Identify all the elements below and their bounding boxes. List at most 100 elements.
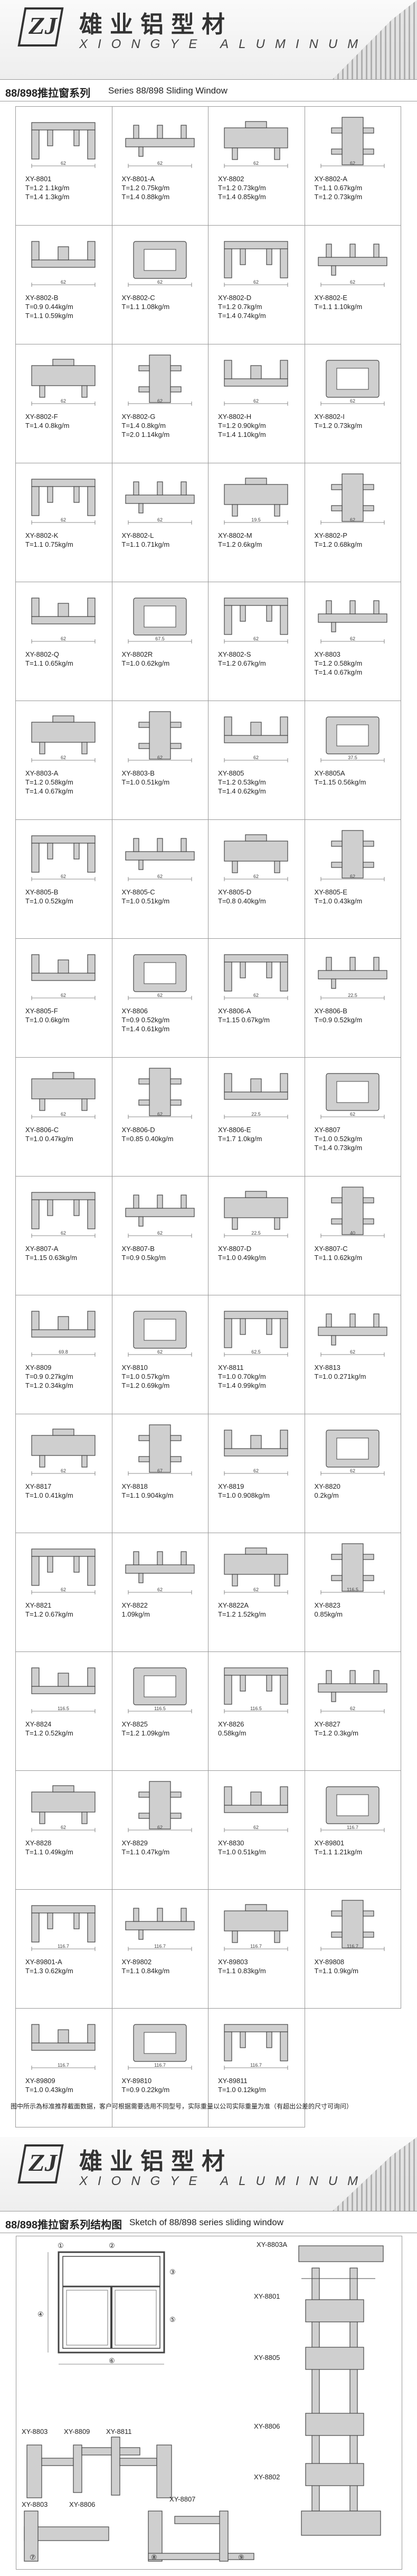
- profile-section-drawing: 62: [224, 1547, 288, 1594]
- profile-section-drawing: 62: [128, 241, 192, 287]
- profile-section-drawing: 62: [128, 711, 192, 762]
- profile-dimension: 62: [349, 1468, 355, 1473]
- profile-caption: XY-8818 T=1.1 0.904kg/m: [122, 1482, 174, 1500]
- profile-dimension: 116.5: [154, 1706, 166, 1711]
- profile-dimension: 62: [157, 279, 162, 285]
- profile-section-drawing: 62: [224, 1786, 288, 1832]
- profile-code: XY-8802: [218, 175, 244, 183]
- profile-code: XY-8803: [314, 650, 340, 658]
- profile-spec: T=1.1 0.75kg/m: [25, 540, 73, 548]
- profile-dimension: 62: [253, 874, 259, 879]
- profile-code: XY-8828: [25, 1839, 52, 1847]
- profile-section-drawing: 62: [128, 1068, 192, 1119]
- profile-code: XY-8809: [25, 1364, 52, 1371]
- profile-cell: 67.5 XY-8802R T=1.0 0.62kg/m: [111, 582, 209, 701]
- profile-section-drawing: 116.7: [320, 1786, 384, 1832]
- profile-spec: T=1.1 0.904kg/m: [121, 1491, 174, 1499]
- profile-caption: XY-89801 T=1.1 1.21kg/m: [315, 1838, 363, 1856]
- profile-spec: T=1.15 0.56kg/m: [314, 778, 366, 786]
- profile-spec: T=1.1 0.83kg/m: [218, 1967, 266, 1975]
- profile-cell: 62 XY-8817 T=1.0 0.41kg/m: [15, 1414, 112, 1533]
- profile-spec: T=1.4 0.62kg/m: [218, 787, 266, 795]
- profile-code: XY-8802-I: [314, 413, 345, 421]
- profile-section-drawing: 62: [31, 954, 96, 1000]
- profile-caption: XY-8802-L T=1.1 0.71kg/m: [122, 531, 170, 549]
- profile-section-drawing: 22.5: [224, 1073, 288, 1119]
- profile-cell: 116.7 XY-89801 T=1.1 1.21kg/m: [304, 1770, 401, 1890]
- profile-caption: XY-8806-C T=1.0 0.47kg/m: [25, 1125, 73, 1143]
- profile-cell: 62 XY-8802-C T=1.1 1.08kg/m: [111, 225, 209, 344]
- profile-section-drawing: 116.7: [31, 1905, 96, 1951]
- profile-cell: 62 XY-8828 T=1.1 0.49kg/m: [15, 1770, 112, 1890]
- brand-name-en: XIONGYE ALUMINUM: [79, 37, 368, 51]
- profile-spec: T=0.8 0.40kg/m: [218, 897, 266, 905]
- profile-section-drawing: 62: [128, 1781, 192, 1832]
- profile-caption: XY-8806-B T=0.9 0.52kg/m: [315, 1006, 363, 1024]
- profile-caption: XY-8825 T=1.2 1.09kg/m: [122, 1720, 170, 1738]
- profile-spec: T=1.2 0.75kg/m: [121, 184, 170, 192]
- profile-section-drawing: 62: [125, 1194, 195, 1238]
- profile-code: XY-8829: [121, 1839, 148, 1847]
- profile-section-drawing: 116.7: [224, 2024, 288, 2070]
- profile-dimension: 62: [157, 993, 162, 998]
- profile-spec: T=1.0 0.52kg/m: [25, 897, 73, 905]
- sketch-label: XY-8801: [254, 2292, 280, 2300]
- profile-cell: 116.7 XY-89810 T=0.9 0.22kg/m: [111, 2008, 209, 2127]
- profile-dimension: 62: [349, 874, 355, 879]
- profile-section-drawing: 62: [31, 479, 96, 525]
- profile-spec: T=1.1 0.84kg/m: [121, 1967, 170, 1975]
- profile-dimension: 37.5: [348, 755, 357, 760]
- profile-caption: XY-89801-A T=1.3 0.62kg/m: [25, 1957, 73, 1975]
- profile-spec: T=1.0 0.908kg/m: [218, 1491, 270, 1499]
- profile-spec: T=1.1 0.49kg/m: [25, 1848, 73, 1856]
- profile-code: XY-89809: [25, 2077, 55, 2085]
- profile-cell: 62 XY-8802-I T=1.2 0.73kg/m: [304, 344, 401, 463]
- brand-logo: ZJ: [17, 2144, 64, 2183]
- profile-dimension: 62: [157, 1349, 162, 1355]
- profile-dimension: 22.5: [251, 1230, 261, 1236]
- profile-caption: XY-8805-E T=1.0 0.43kg/m: [315, 888, 363, 906]
- profile-section-drawing: 67.5: [128, 598, 192, 643]
- profile-code: XY-8807: [314, 1126, 340, 1134]
- profile-spec: T=1.2 0.73kg/m: [314, 193, 363, 201]
- profile-spec: T=1.2 0.7kg/m: [218, 303, 262, 311]
- profile-caption: XY-8830 T=1.0 0.51kg/m: [218, 1838, 266, 1856]
- profile-cell: 62 XY-8805-C T=1.0 0.51kg/m: [111, 819, 209, 939]
- catalog-header: ZJ 雄业铝型材 XIONGYE ALUMINUM: [0, 0, 417, 79]
- sketch-title-bar: 88/898推拉窗系列结构图 Sketch of 88/898 series s…: [0, 2211, 417, 2233]
- profile-cell: 116.5 XY-8823 0.85kg/m: [304, 1533, 401, 1652]
- profile-spec: T=1.0 0.41kg/m: [25, 1491, 73, 1499]
- profile-section-drawing: 62: [31, 715, 96, 762]
- sketch-label: XY-8806: [69, 2500, 96, 2508]
- profile-dimension: 62: [349, 1112, 355, 1117]
- profile-section-drawing: 62.5: [224, 1311, 288, 1357]
- profile-caption: XY-8807-B T=0.9 0.5kg/m: [122, 1244, 166, 1262]
- profile-spec: T=1.2 1.1kg/m: [25, 184, 70, 192]
- profile-caption: XY-8805-C T=1.0 0.51kg/m: [122, 888, 170, 906]
- sketch-marker: ⑥: [109, 2357, 115, 2365]
- profile-section-drawing: 62: [31, 1072, 96, 1119]
- profile-section-drawing: 116.7: [128, 2024, 192, 2070]
- profile-caption: XY-8805-F T=1.0 0.6kg/m: [25, 1006, 69, 1024]
- profile-dimension: 69.8: [59, 1349, 68, 1355]
- profile-spec: T=1.15 0.63kg/m: [25, 1254, 77, 1262]
- profile-caption: XY-8802-I T=1.2 0.73kg/m: [315, 412, 363, 430]
- profile-spec: T=1.3 0.62kg/m: [25, 1967, 73, 1975]
- profile-dimension: 62: [157, 1230, 162, 1236]
- profile-section-drawing: 62: [125, 125, 195, 168]
- profile-section-drawing: 62: [317, 1670, 387, 1713]
- profile-caption: XY-89810 T=0.9 0.22kg/m: [122, 2076, 170, 2094]
- profile-code: XY-8802-E: [314, 294, 347, 302]
- profile-section-drawing: 62: [31, 1429, 96, 1476]
- profile-code: XY-8802-C: [121, 294, 155, 302]
- profile-section-drawing: 62: [31, 1192, 96, 1238]
- profile-cell: 37.5 XY-8805A T=1.15 0.56kg/m: [304, 701, 401, 820]
- sketch-header: ZJ 雄业铝型材 XIONGYE ALUMINUM: [0, 2137, 417, 2211]
- profile-spec: T=1.2 0.67kg/m: [218, 659, 266, 667]
- profile-code: XY-8802-P: [314, 531, 347, 539]
- profile-section-drawing: 116.5: [128, 1667, 192, 1713]
